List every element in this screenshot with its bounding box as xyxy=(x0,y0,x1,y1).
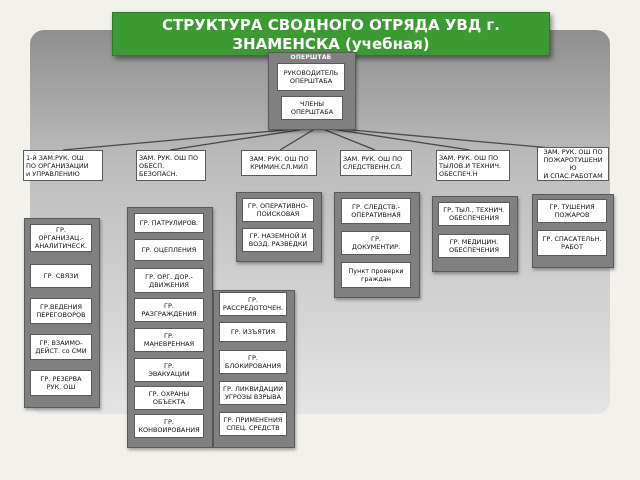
group-org-negotiations: ГР.ВЕДЕНИЯ ПЕРЕГОВОРОВ xyxy=(30,298,92,324)
deputy-org-box: 1-й ЗАМ.РУК. ОШ ПО ОРГАНИЗАЦИИ и УПРАВЛЕ… xyxy=(23,150,103,181)
title-line-2: ЗНАМЕНСКА (учебная) xyxy=(232,35,430,53)
group-inv-documenting: ГР. ДОКУМЕНТИР. xyxy=(341,231,411,255)
group-sec-traffic: ГР. ОРГ. ДОР.- ДВИЖЕНИЯ xyxy=(134,268,204,293)
group-sec-dispersal: ГР. РАССРЕДОТОЧЕН. xyxy=(219,292,287,316)
hq-label: ОПЕРШТАБ xyxy=(290,54,332,61)
group-sec-convoy: ГР. КОНВОИРОВАНИЯ xyxy=(134,414,204,438)
group-org-reserve: ГР. РЕЗЕРВА РУК. ОШ xyxy=(30,370,92,396)
deputy-security-box: ЗАМ. РУК. ОШ ПО ОБЕСП. БЕЗОПАСН. xyxy=(136,150,206,181)
group-sec-special-means: ГР. ПРИМЕНЕНИЯ СПЕЦ. СРЕДСТВ xyxy=(219,412,287,436)
deputy-fire-box: ЗАМ. РУК. ОШ ПО ПОЖАРОТУШЕНИ Ю И СПАС.РА… xyxy=(537,147,609,181)
group-crim-recon: ГР. НАЗЕМНОЙ И ВОЗД. РАЗВЕДКИ xyxy=(242,228,314,252)
group-crim-search: ГР. ОПЕРАТИВНО- ПОИСКОВАЯ xyxy=(242,198,314,222)
group-org-media: ГР. ВЗАИМО- ДЕЙСТ. со СМИ xyxy=(30,334,92,360)
group-inv-operative: ГР. СЛЕДСТВ.- ОПЕРАТИВНАЯ xyxy=(341,198,411,224)
group-sec-explosion: ГР. ЛИКВИДАЦИИ УГРОЗЫ ВЗРЫВА xyxy=(219,381,287,405)
group-sec-cordon: ГР. ОЦЕПЛЕНИЯ xyxy=(134,239,204,261)
group-org-comms: ГР. СВЯЗИ xyxy=(30,264,92,288)
deputy-logistics-box: ЗАМ. РУК. ОШ ПО ТЫЛОВ.И ТЕХНИЧ. ОБЕСПЕЧ.… xyxy=(436,150,510,181)
group-sec-patrol: ГР. ПАТРУЛИРОВ. xyxy=(134,213,204,233)
group-sec-seizure: ГР. ИЗЪЯТИЯ xyxy=(219,322,287,342)
group-org-analytic: ГР. ОРГАНИЗАЦ.- АНАЛИТИЧЕСК. xyxy=(30,224,92,252)
deputy-criminal-box: ЗАМ. РУК. ОШ ПО КРИМИН.СЛ.МИЛ xyxy=(241,150,317,176)
group-sec-object-guard: ГР. ОХРАНЫ ОБЪЕКТА xyxy=(134,386,204,410)
group-fire-rescue: ГР. СПАСАТЕЛЬН. РАБОТ xyxy=(537,230,607,256)
group-log-medical: ГР. МЕДИЦИН. ОБЕСПЕЧЕНИЯ xyxy=(438,234,510,258)
group-sec-evacuation: ГР. ЭВАКУАЦИИ xyxy=(134,358,204,382)
group-log-technical: ГР. ТЫЛ., ТЕХНИЧ. ОБЕСПЕЧЕНИЯ xyxy=(438,202,510,226)
deputy-investigation-box: ЗАМ. РУК. ОШ ПО СЛЕДСТВЕНН.СЛ. xyxy=(340,150,412,176)
title-line-1: СТРУКТУРА СВОДНОГО ОТРЯДА УВД г. xyxy=(162,16,500,34)
group-inv-checkpoint: Пункт проверки граждан xyxy=(341,262,411,288)
hq-members-box: ЧЛЕНЫ ОПЕРШТАБА xyxy=(281,96,343,120)
group-fire-extinguish: ГР. ТУШЕНИЯ ПОЖАРОВ xyxy=(537,199,607,223)
hq-head-box: РУКОВОДИТЕЛЬ ОПЕРШТАБА xyxy=(277,63,345,91)
group-sec-maneuver: ГР. МАНЕВРЕННАЯ xyxy=(134,328,204,352)
group-sec-clearing: ГР. РАЗГРАЖДЕНИЯ xyxy=(134,298,204,322)
page-title: СТРУКТУРА СВОДНОГО ОТРЯДА УВД г. ЗНАМЕНС… xyxy=(112,12,550,56)
group-sec-blocking: ГР. БЛОКИРОВАНИЯ xyxy=(219,350,287,374)
